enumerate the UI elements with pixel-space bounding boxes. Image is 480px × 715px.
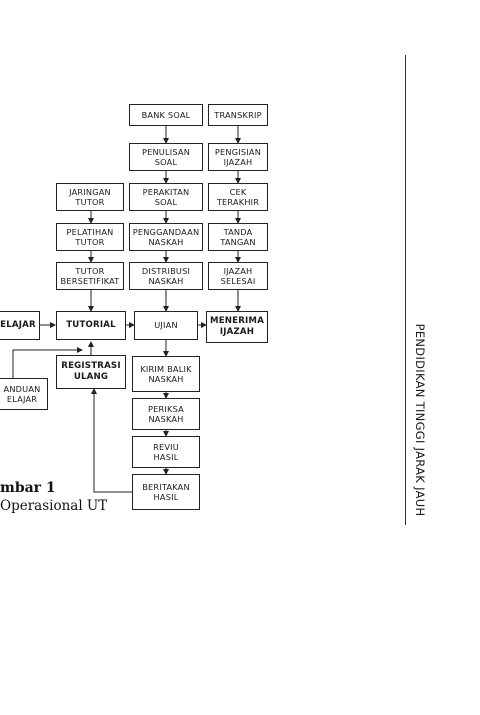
box-pelatihan-tutor: PELATIHAN TUTOR — [56, 223, 124, 251]
box-penggandaan-naskah: PENGGANDAAN NASKAH — [129, 223, 203, 251]
box-menerima-ijazah: MENERIMA IJAZAH — [206, 311, 268, 343]
box-penulisan-soal: PENULISAN SOAL — [129, 143, 203, 171]
box-belajar: ELAJAR — [0, 311, 40, 340]
arrow-beritakan-to-registrasi — [91, 388, 132, 493]
running-head-rule — [405, 55, 406, 525]
box-panduan-belajar: ANDUAN ELAJAR — [0, 378, 48, 410]
box-distribusi-naskah: DISTRIBUSI NASKAH — [129, 262, 203, 290]
arrow-panduan-to-tutorial — [12, 347, 83, 378]
figure-caption-subtitle: Operasional UT — [0, 498, 108, 514]
box-transkrip: TRANSKRIP — [208, 104, 268, 126]
box-tutorial: TUTORIAL — [56, 311, 126, 340]
box-ujian: UJIAN — [134, 311, 198, 340]
figure-caption-title: mbar 1 — [0, 480, 56, 496]
box-registrasi-ulang: REGISTRASI ULANG — [56, 355, 126, 389]
box-pengisian-ijazah: PENGISIAN IJAZAH — [208, 143, 268, 171]
box-bank-soal: BANK SOAL — [129, 104, 203, 126]
running-head: PENDIDIKAN TINGGI JARAK JAUH — [413, 323, 427, 517]
box-beritakan-hasil: BERITAKAN HASIL — [132, 474, 200, 510]
box-periksa-naskah: PERIKSA NASKAH — [132, 398, 200, 430]
box-reviu-hasil: REVIU HASIL — [132, 436, 200, 468]
box-ijazah-selesai: IJAZAH SELESAI — [208, 262, 268, 290]
box-perakitan-soal: PERAKITAN SOAL — [129, 183, 203, 211]
box-cek-terakhir: CEK TERAKHIR — [208, 183, 268, 211]
box-tanda-tangan: TANDA TANGAN — [208, 223, 268, 251]
box-tutor-bersetifikat: TUTOR BERSETIFIKAT — [56, 262, 124, 290]
box-kirim-balik-naskah: KIRIM BALIK NASKAH — [132, 356, 200, 392]
box-jaringan-tutor: JARINGAN TUTOR — [56, 183, 124, 211]
